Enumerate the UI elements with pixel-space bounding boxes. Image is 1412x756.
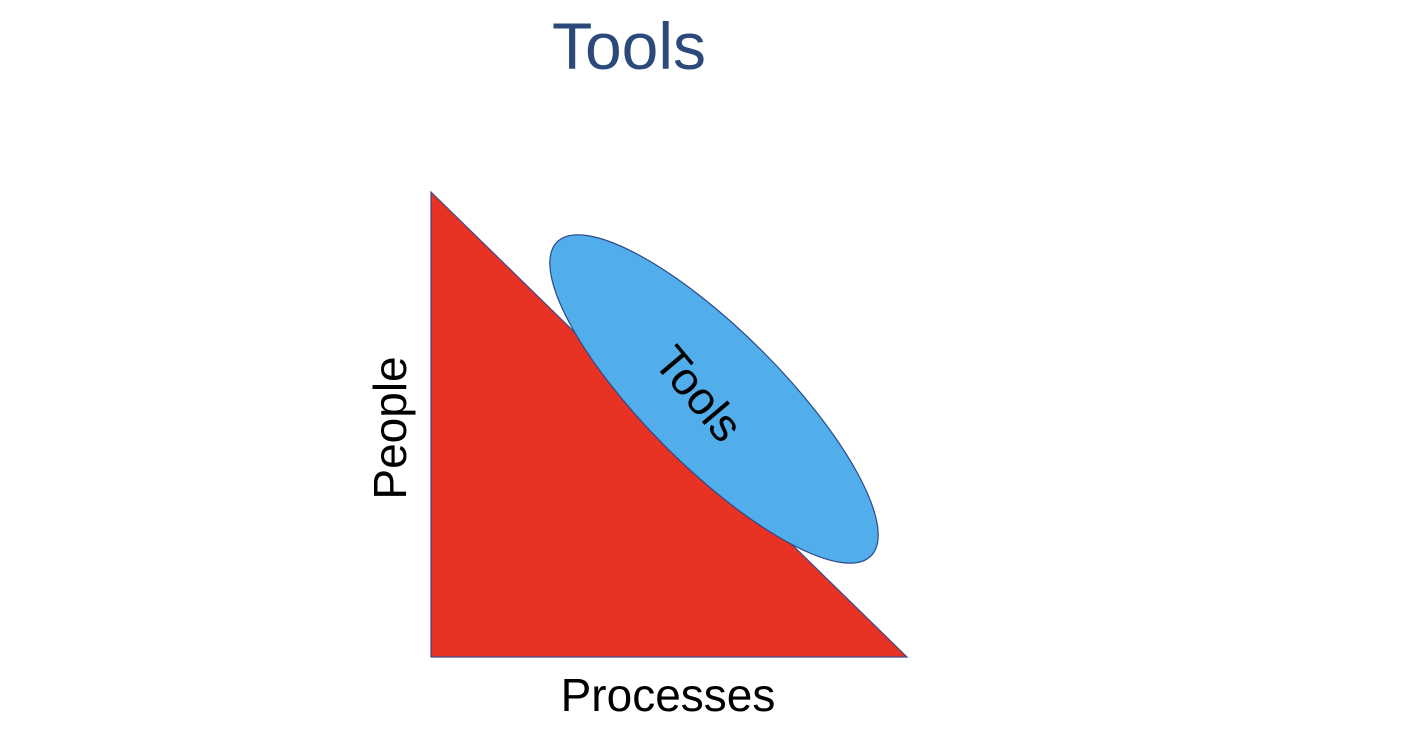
x-axis-label: Processes — [561, 669, 776, 721]
tools-ellipse — [549, 234, 879, 564]
slide-title: Tools — [551, 9, 707, 83]
y-axis-label: People — [364, 356, 416, 499]
